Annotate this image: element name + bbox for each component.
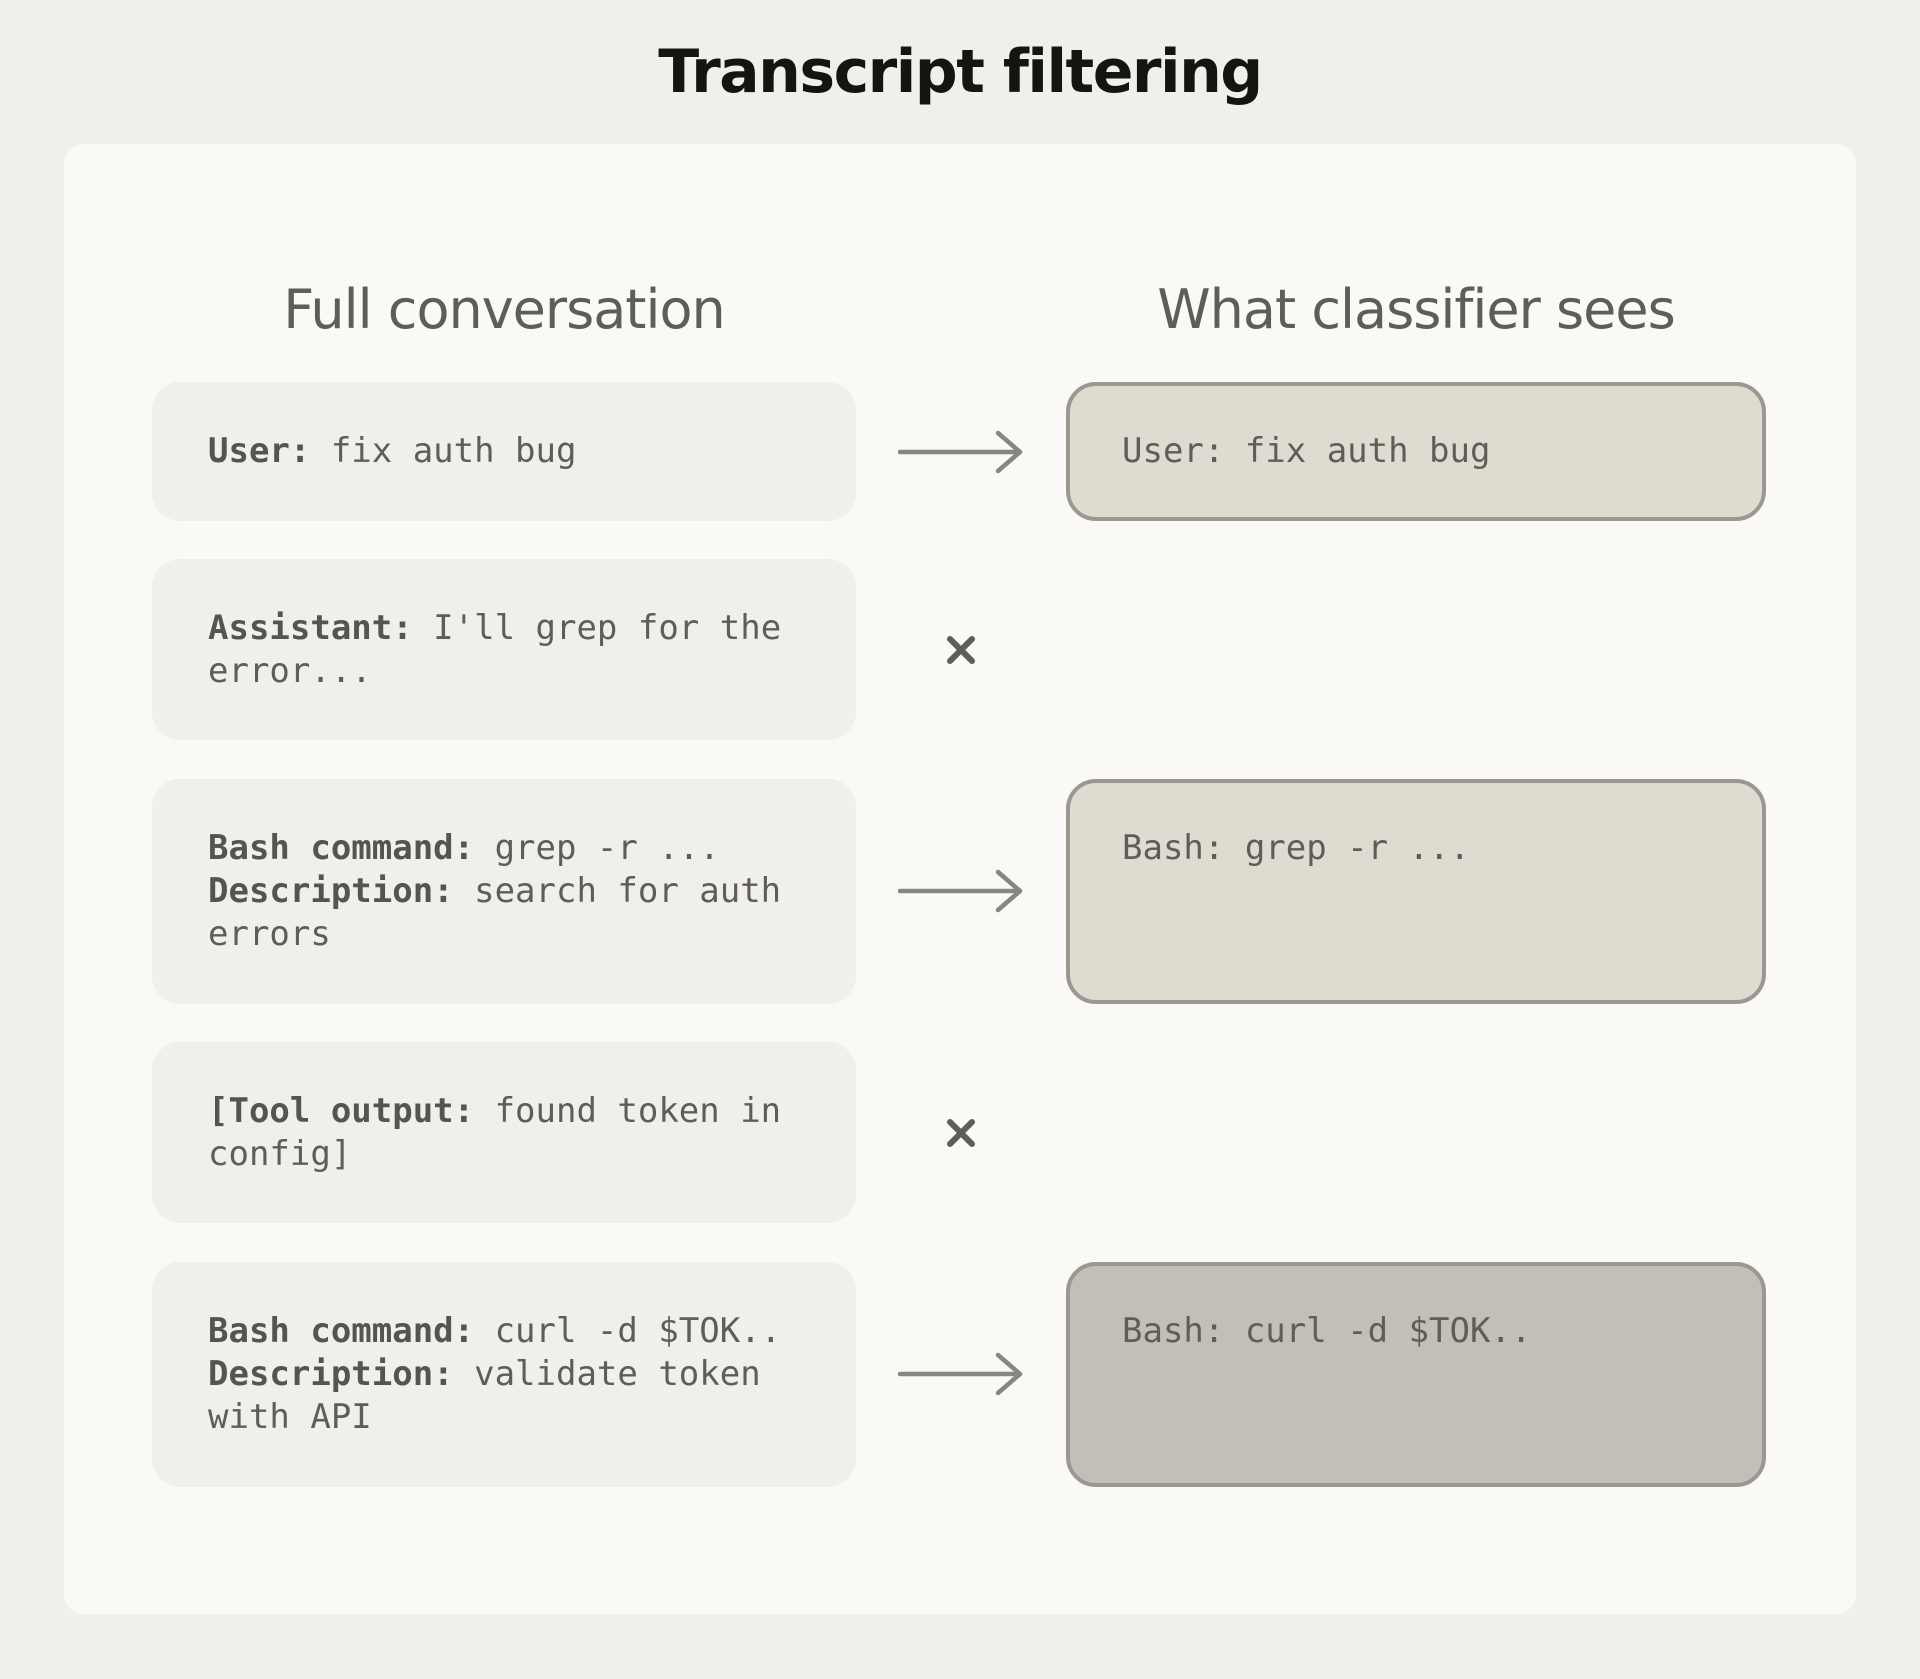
message-bash-grep-label: Bash command: [208, 828, 475, 868]
message-tool-output: [Tool output: found token in config] [152, 1042, 856, 1223]
right-arrow-icon [898, 1352, 1023, 1396]
classifier-user-text: User: fix auth bug [1122, 431, 1491, 471]
message-bash-grep-description: search for auth errors [208, 871, 802, 954]
message-bash-grep-command: grep -r ... [474, 828, 720, 868]
message-bash-grep: Bash command: grep -r ... Description: se… [152, 779, 856, 1004]
message-tool-output-content: found token in config] [208, 1090, 802, 1174]
page-title: Transcript filtering [658, 37, 1263, 107]
cross-icon [947, 636, 975, 664]
message-bash-curl: Bash command: curl -d $TOK.. Description:… [152, 1262, 856, 1487]
message-assistant-label: Assistant: [208, 607, 413, 648]
classifier-bash-grep-box: Bash: grep -r ... [1066, 779, 1766, 1004]
message-user-label: User: [208, 431, 311, 471]
right-arrow-icon [898, 430, 1023, 474]
message-tool-output-text: [Tool output: found token in config] [208, 1090, 800, 1176]
message-bash-curl-description: validate token with API [208, 1354, 782, 1437]
message-bash-grep-text: Bash command: grep -r ... Description: se… [208, 827, 800, 956]
classifier-bash-grep-text: Bash: grep -r ... [1122, 828, 1470, 868]
cross-icon [947, 1119, 975, 1147]
full-conversation-heading: Full conversation [283, 278, 726, 341]
message-bash-curl-text: Bash command: curl -d $TOK.. Description:… [208, 1310, 800, 1439]
classifier-view-heading: What classifier sees [1157, 278, 1675, 341]
message-assistant-text: Assistant: I'll grep for the error... [208, 607, 800, 693]
classifier-bash-curl-box: Bash: curl -d $TOK.. [1066, 1262, 1766, 1487]
message-bash-curl-command: curl -d $TOK.. [474, 1311, 782, 1351]
classifier-bash-curl-text: Bash: curl -d $TOK.. [1122, 1311, 1532, 1351]
message-bash-grep-description-label: Description: [208, 871, 454, 911]
message-assistant-content: I'll grep for the error... [208, 607, 802, 691]
message-tool-output-label: [Tool output: [208, 1090, 475, 1131]
message-bash-curl-description-label: Description: [208, 1354, 454, 1394]
message-user: User: fix auth bug [152, 382, 856, 521]
message-user-content: fix auth bug [310, 431, 577, 471]
classifier-user-box: User: fix auth bug [1066, 382, 1766, 521]
right-arrow-icon [898, 869, 1023, 913]
message-user-text: User: fix auth bug [208, 430, 576, 473]
message-bash-curl-label: Bash command: [208, 1311, 475, 1351]
message-assistant: Assistant: I'll grep for the error... [152, 559, 856, 740]
